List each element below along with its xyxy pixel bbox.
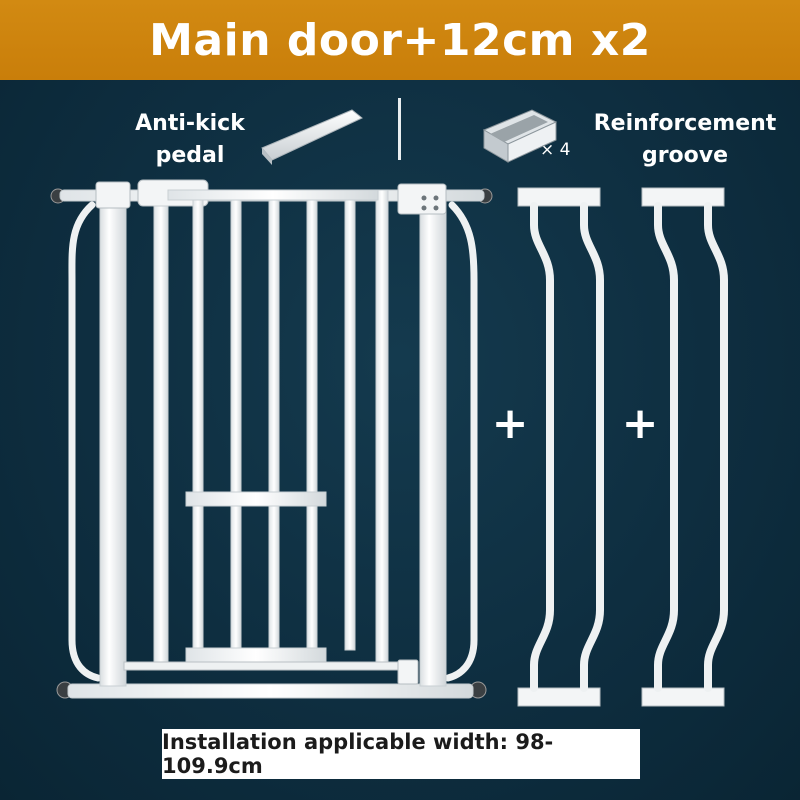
page-title: Main door+12cm x2 xyxy=(149,14,651,66)
anti-kick-pedal-label: Anti-kick pedal xyxy=(120,108,260,172)
reinforcement-quantity: × 4 xyxy=(540,140,571,160)
reinforcement-groove-label: Reinforcement groove xyxy=(590,108,780,172)
anti-kick-pedal-text: Anti-kick pedal xyxy=(135,111,245,168)
extension-piece-1 xyxy=(517,187,604,707)
plus-sign-1: + xyxy=(491,398,529,449)
extension-piece-2 xyxy=(641,187,728,707)
accessory-divider xyxy=(398,98,401,160)
main-door-gate xyxy=(50,179,493,699)
title-banner: Main door+12cm x2 xyxy=(0,0,800,80)
plus-sign-2: + xyxy=(621,398,659,449)
reinforcement-groove-text: Reinforcement groove xyxy=(593,111,777,168)
reinforcement-groove-image xyxy=(482,109,558,163)
anti-kick-pedal-image xyxy=(261,109,363,165)
installation-width-text: Installation applicable width: 98-109.9c… xyxy=(162,730,554,778)
installation-width-badge: Installation applicable width: 98-109.9c… xyxy=(162,729,640,779)
